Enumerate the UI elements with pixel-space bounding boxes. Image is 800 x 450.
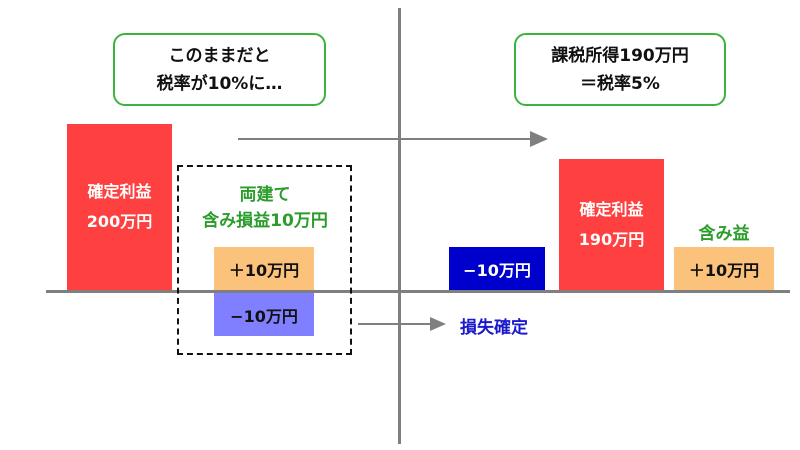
hedge-label-line1: 両建て <box>239 185 291 205</box>
callout-reduced-tax-line2: ＝税率5% <box>580 73 660 94</box>
unrealized-gain-bar-after: ＋10万円 <box>674 247 774 290</box>
callout-current-tax-line2: 税率が10%に… <box>156 73 283 94</box>
baseline-axis <box>46 290 790 293</box>
loss-realize-arrow <box>358 317 446 331</box>
hedge-label-line2: 含み損益10万円 <box>202 211 328 231</box>
loss-realized-label: 損失確定 <box>460 318 528 338</box>
unrealized-gain-bar: ＋10万円 <box>214 247 314 290</box>
realized-profit-after-label: 確定利益 <box>579 199 644 219</box>
realized-profit-bar-after: 確定利益 190万円 <box>559 159 664 290</box>
callout-current-tax-line1: このままだと <box>168 45 271 66</box>
realized-profit-amount: 200万円 <box>86 212 153 231</box>
callout-current-tax: このままだと 税率が10%に… <box>113 33 326 106</box>
realized-loss-bar: −10万円 <box>449 247 545 290</box>
realized-profit-after-amount: 190万円 <box>578 229 645 249</box>
hedge-position-box <box>177 165 352 355</box>
callout-reduced-tax-line1: 課税所得190万円 <box>551 45 689 66</box>
unrealized-gain-label: 含み益 <box>698 224 750 244</box>
realized-profit-bar-before: 確定利益 200万円 <box>67 124 172 290</box>
center-divider <box>398 8 401 444</box>
transition-arrow <box>238 131 548 147</box>
unrealized-loss-bar: −10万円 <box>214 293 314 336</box>
realized-profit-label: 確定利益 <box>87 182 152 201</box>
hedge-label: 両建て 含み損益10万円 <box>180 182 350 234</box>
callout-reduced-tax: 課税所得190万円 ＝税率5% <box>514 33 726 106</box>
